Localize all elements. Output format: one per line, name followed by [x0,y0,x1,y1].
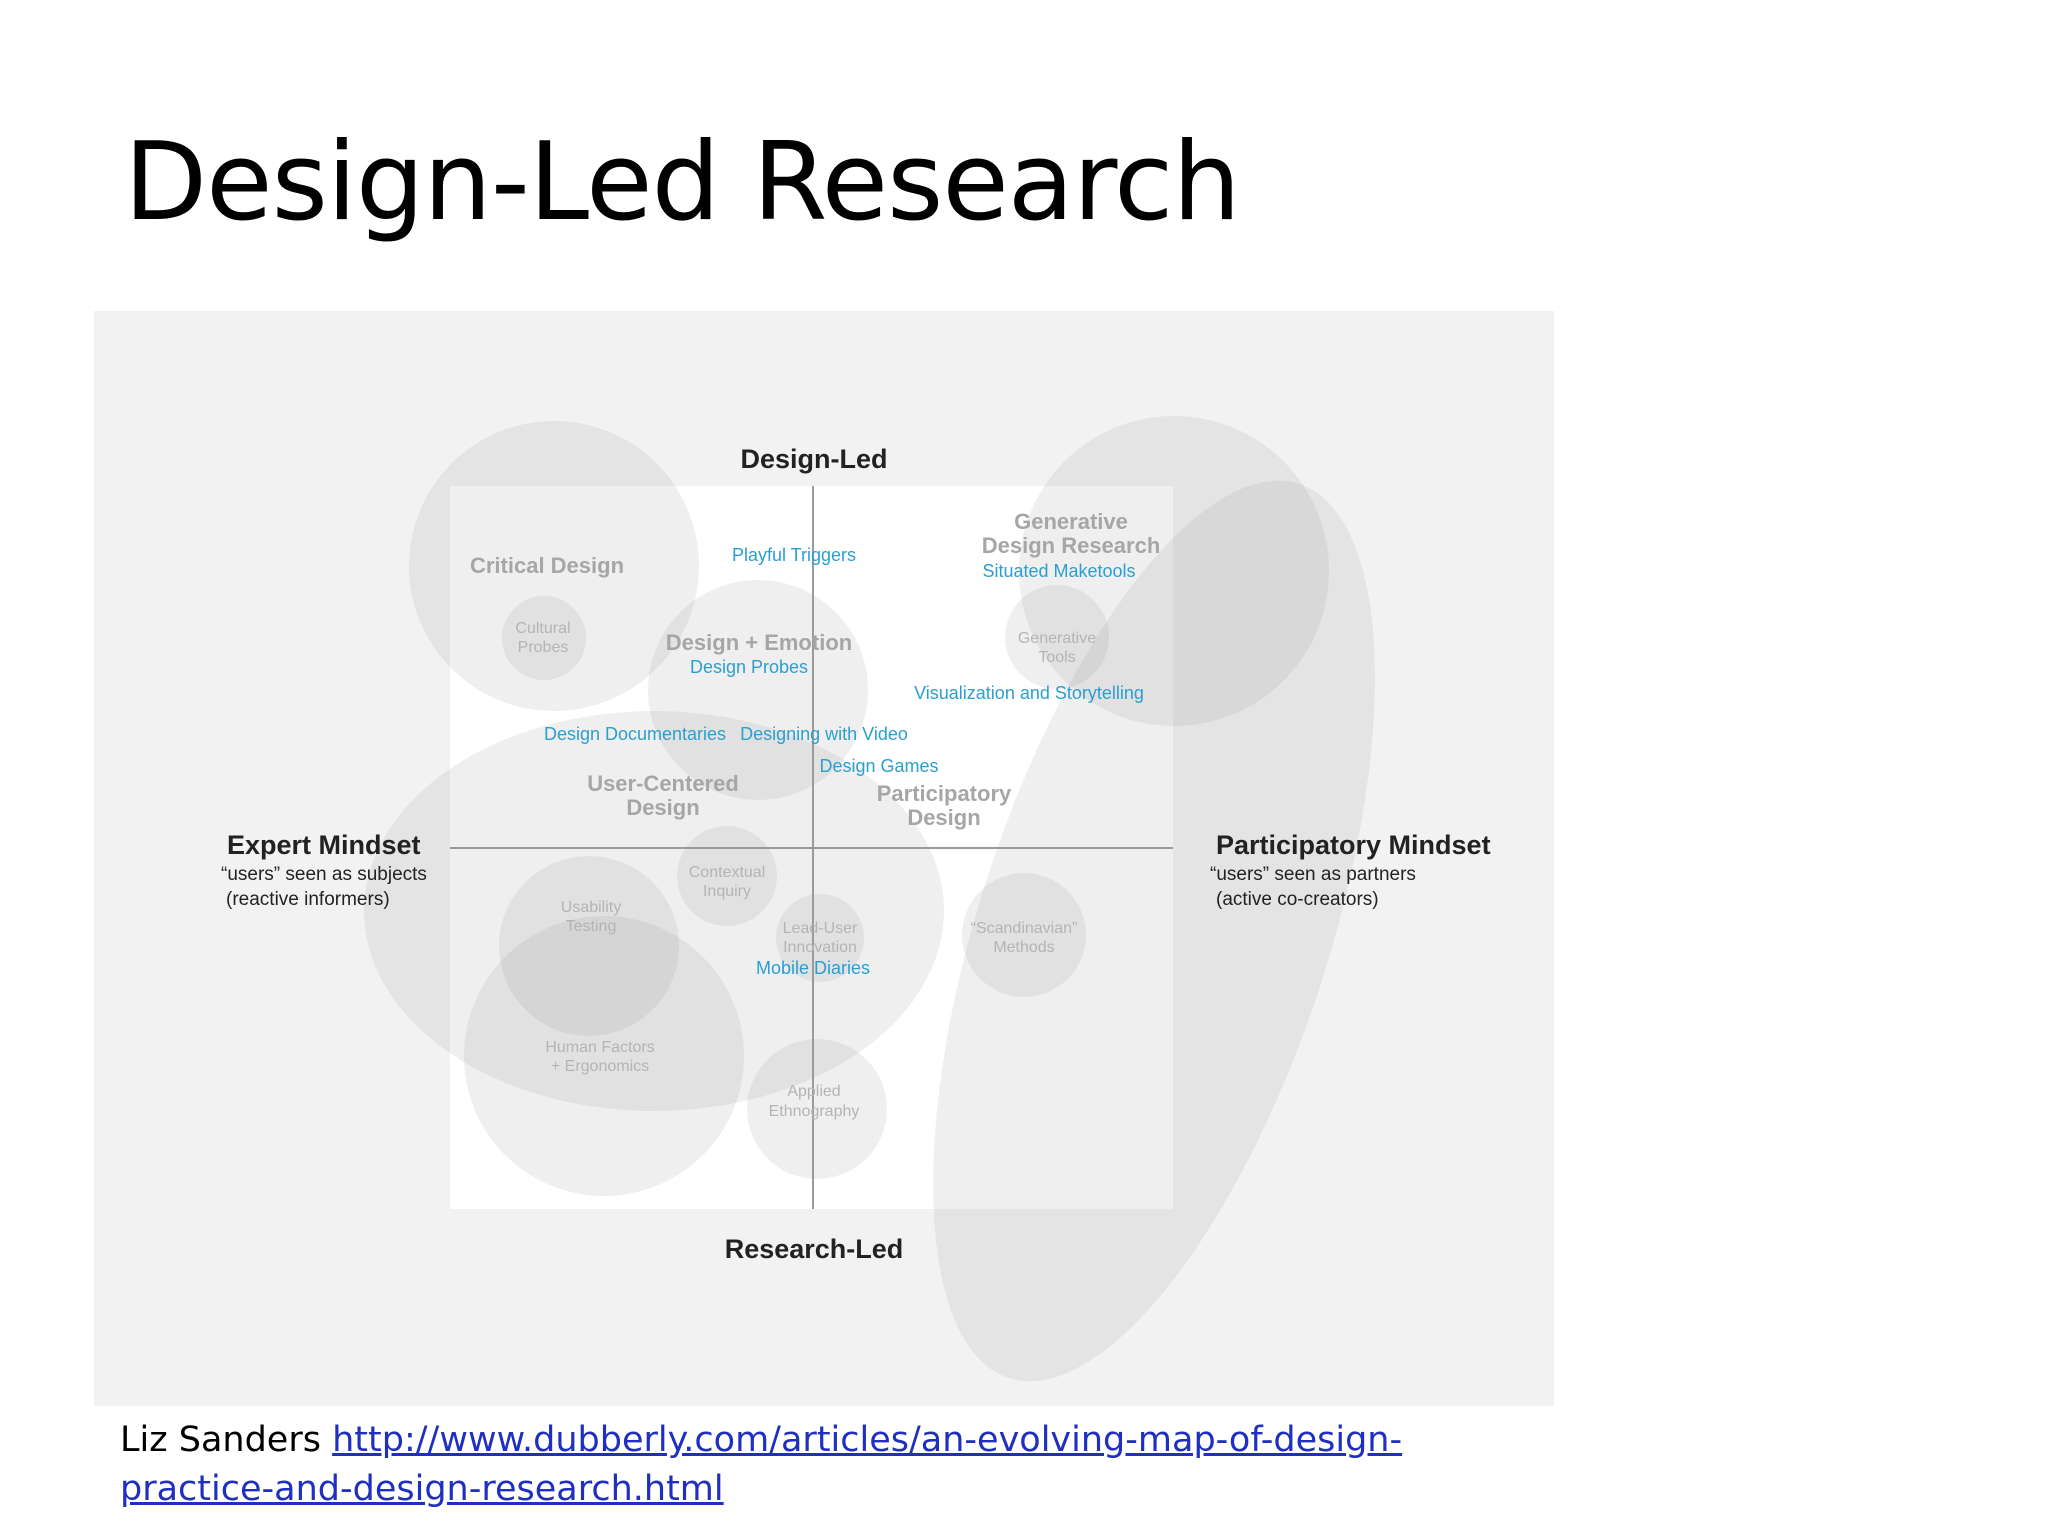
map-svg: Design-Led Research-Led Expert Mindset P… [221,416,1491,1382]
source-caption: Liz Sanders http://www.dubberly.com/arti… [120,1416,1420,1514]
cultural-probes-bubble [502,596,586,680]
area-generative-line1: Generative [1014,509,1128,534]
method-design-probes: Design Probes [690,657,808,677]
method-designing-with-video: Designing with Video [740,724,908,744]
contextual-inquiry-bubble [677,826,777,926]
generative-tools-bubble [1005,585,1109,689]
method-design-documentaries: Design Documentaries [544,724,726,744]
area-usability-testing-line1: Usability [561,899,621,916]
area-critical-design: Critical Design [470,553,624,578]
area-participatory-line2: Design [907,805,980,830]
area-human-factors-line2: + Ergonomics [551,1058,649,1075]
area-cultural-probes-line1: Cultural [515,620,570,637]
method-design-games: Design Games [819,756,938,776]
area-scandinavian-line2: Methods [993,939,1054,956]
method-playful-triggers: Playful Triggers [732,545,856,565]
human-factors-bubble [464,916,744,1196]
method-mobile-diaries: Mobile Diaries [756,958,870,978]
area-applied-ethnography-line2: Ethnography [769,1103,860,1120]
area-user-centered-line2: Design [626,795,699,820]
caption-line-2: practice-and-design-research.html [120,1465,1420,1514]
usability-testing-bubble [499,856,679,1036]
method-visualization-storytelling: Visualization and Storytelling [914,683,1144,703]
area-applied-ethnography-line1: Applied [787,1083,840,1100]
area-human-factors-line1: Human Factors [545,1039,654,1056]
area-contextual-inquiry-line1: Contextual [689,864,766,881]
axis-label-expert-mindset: Expert Mindset [227,830,421,860]
area-participatory-line1: Participatory [877,781,1012,806]
source-link-line2[interactable]: practice-and-design-research.html [120,1469,724,1509]
participatory-mindset-line1: “users” seen as partners [1210,864,1416,885]
area-usability-testing-line2: Testing [566,918,617,935]
scandinavian-methods-bubble [962,873,1086,997]
area-scandinavian-line1: “Scandinavian” [971,920,1078,937]
area-design-emotion: Design + Emotion [666,630,852,655]
area-cultural-probes-line2: Probes [518,639,569,656]
applied-ethnography-bubble [747,1039,887,1179]
area-generative-tools-line1: Generative [1018,630,1096,647]
caption-line-1: Liz Sanders http://www.dubberly.com/arti… [120,1416,1420,1465]
expert-mindset-line1: “users” seen as subjects [221,864,427,885]
expert-mindset-line2: (reactive informers) [226,889,390,910]
user-centered-design-bubble [364,711,944,1111]
area-contextual-inquiry-line2: Inquiry [703,883,751,900]
generative-design-research-bubble [1019,416,1329,726]
critical-design-bubble [409,421,699,711]
area-generative-line2: Design Research [982,533,1161,558]
participatory-design-bubble [933,480,1375,1382]
design-research-map: Design-Led Research-Led Expert Mindset P… [94,311,1554,1406]
axis-label-design-led: Design-Led [740,444,887,474]
axis-label-participatory-mindset: Participatory Mindset [1216,830,1491,860]
area-user-centered-line1: User-Centered [587,771,739,796]
caption-author: Liz Sanders [120,1420,321,1460]
participatory-mindset-line2: (active co-creators) [1216,889,1379,910]
area-lead-user-line1: Lead-User [783,920,858,937]
method-situated-maketools: Situated Maketools [982,561,1135,581]
area-lead-user-line2: Innovation [783,939,857,956]
lead-user-innovation-bubble [776,894,864,982]
axis-label-research-led: Research-Led [725,1234,904,1264]
slide-title: Design-Led Research [124,120,1241,245]
area-generative-tools-line2: Tools [1038,649,1075,666]
source-link-line1[interactable]: http://www.dubberly.com/articles/an-evol… [332,1420,1403,1460]
